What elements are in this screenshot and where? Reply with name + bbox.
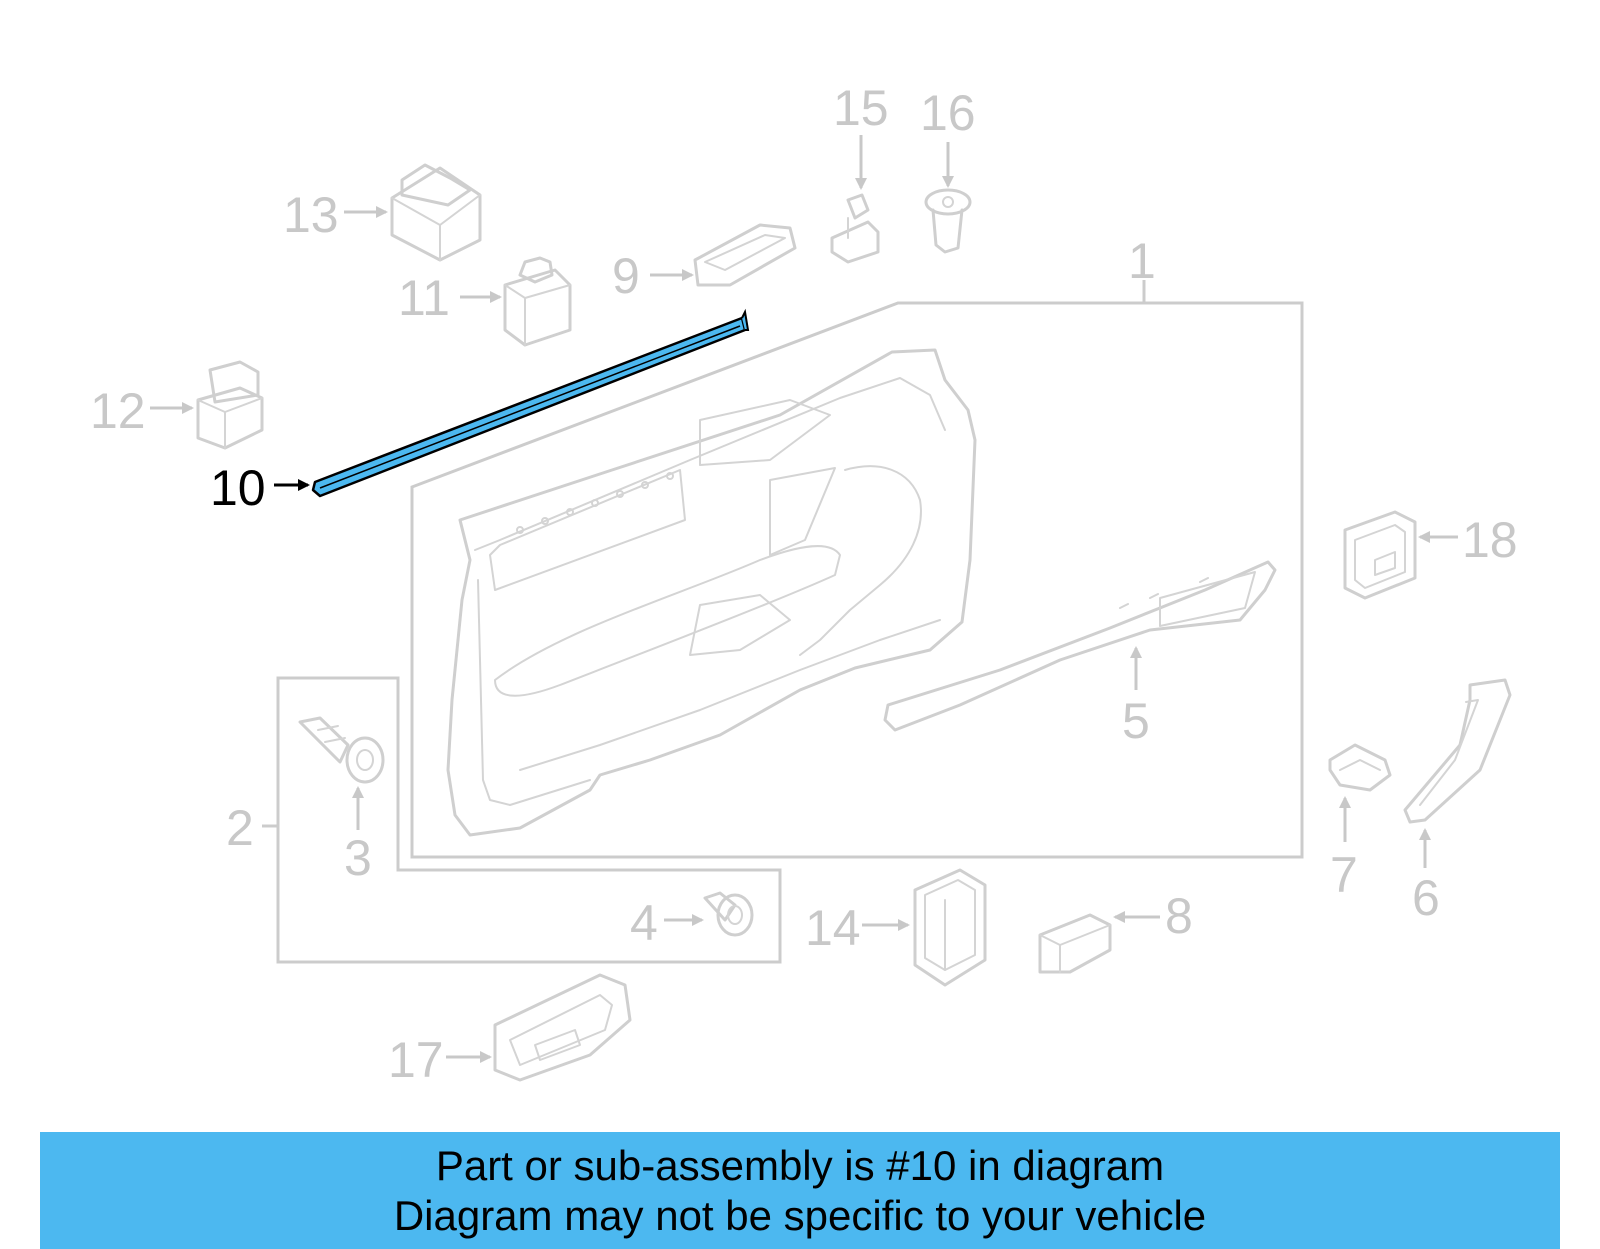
beltline-molding-10[interactable] — [311, 308, 750, 498]
switch-12 — [196, 360, 264, 450]
switch-8 — [1038, 913, 1112, 974]
switch-panel-14 — [913, 868, 987, 987]
callout-13: 13 — [283, 187, 339, 243]
callout-1: 1 — [1128, 233, 1156, 289]
grommet-16 — [924, 188, 972, 254]
callout-12: 12 — [90, 383, 146, 439]
callout-9: 9 — [612, 248, 640, 304]
callout-7: 7 — [1330, 847, 1358, 903]
window-switch-13 — [390, 163, 482, 262]
mirror-switch-11 — [503, 256, 572, 347]
callout-11: 11 — [398, 270, 450, 326]
clip-4 — [703, 891, 754, 937]
callout-3: 3 — [344, 830, 372, 886]
callout-17: 17 — [388, 1032, 444, 1088]
callout-8: 8 — [1165, 888, 1193, 944]
caption-line-1: Part or sub-assembly is #10 in diagram — [435, 1141, 1165, 1189]
armrest-trim — [883, 560, 1277, 732]
module-18 — [1343, 510, 1417, 600]
door-panel-assembly-frame — [410, 301, 1304, 859]
callout-10: 10 — [210, 460, 266, 516]
pull-handle-trim — [1403, 678, 1512, 824]
callout-14: 14 — [805, 900, 861, 956]
callout-15: 15 — [833, 80, 889, 136]
callout-2: 2 — [226, 800, 254, 856]
callout-16: 16 — [920, 85, 976, 141]
door-trim-panel — [446, 348, 977, 837]
connector-15 — [830, 193, 880, 264]
callout-6: 6 — [1412, 870, 1440, 926]
push-clip-3 — [298, 716, 385, 784]
clip-kit-frame — [276, 676, 782, 964]
callout-4: 4 — [630, 895, 658, 951]
caption-line-2: Diagram may not be specific to your vehi… — [393, 1191, 1207, 1239]
caption-banner: Part or sub-assembly is #10 in diagram D… — [40, 1132, 1560, 1249]
callout-18: 18 — [1462, 512, 1518, 568]
handle-bezel-9 — [693, 223, 797, 287]
small-clip-7 — [1328, 743, 1392, 792]
handle-cup-17 — [493, 973, 632, 1082]
callout-5: 5 — [1122, 693, 1150, 749]
